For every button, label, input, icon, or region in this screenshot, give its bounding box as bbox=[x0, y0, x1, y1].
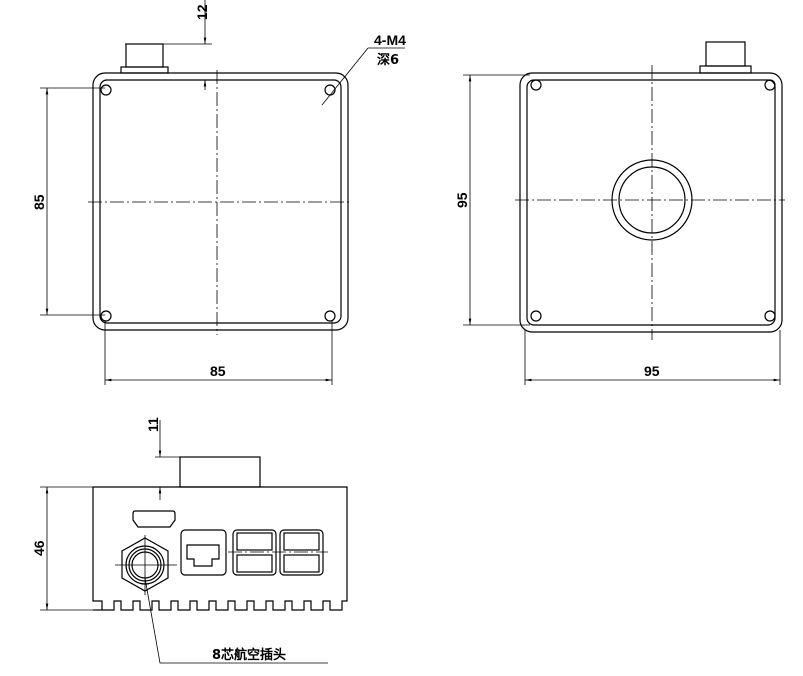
dim-85-height: 85 bbox=[31, 194, 47, 210]
dim-85-width: 85 bbox=[210, 363, 226, 379]
connector-leader bbox=[144, 577, 328, 664]
side-view: 11 46 8芯航空插头 bbox=[31, 417, 348, 664]
side-connector bbox=[179, 456, 261, 488]
dim-46: 46 bbox=[31, 540, 47, 556]
back-inner-body bbox=[526, 79, 776, 326]
side-body bbox=[92, 486, 348, 611]
top-inner-body bbox=[99, 79, 342, 324]
hole-spec-depth: 深6 bbox=[377, 52, 399, 68]
dim-12: 12 bbox=[194, 4, 210, 20]
mounting-holes bbox=[100, 84, 336, 322]
hole-spec-count: 4-M4 bbox=[374, 32, 406, 48]
top-view: 12 4-M4 深6 85 85 bbox=[31, 0, 406, 385]
hdmi-port bbox=[132, 510, 176, 528]
dim-95-height: 95 bbox=[454, 192, 470, 208]
top-outer-body bbox=[92, 72, 349, 331]
connector-top bbox=[705, 41, 746, 67]
connector-label: 8芯航空插头 bbox=[212, 647, 286, 663]
back-view: 95 95 bbox=[454, 41, 785, 385]
dim-95-width: 95 bbox=[644, 363, 660, 379]
connector-base bbox=[120, 66, 169, 74]
ethernet-port bbox=[180, 529, 227, 576]
aviation-connector-8pin bbox=[115, 535, 177, 595]
mounting-holes bbox=[530, 79, 776, 322]
back-outer-body bbox=[519, 72, 783, 333]
connector-base bbox=[699, 65, 752, 74]
connector-top bbox=[125, 43, 164, 68]
dim-11: 11 bbox=[145, 417, 161, 432]
usb-ports bbox=[228, 529, 328, 576]
